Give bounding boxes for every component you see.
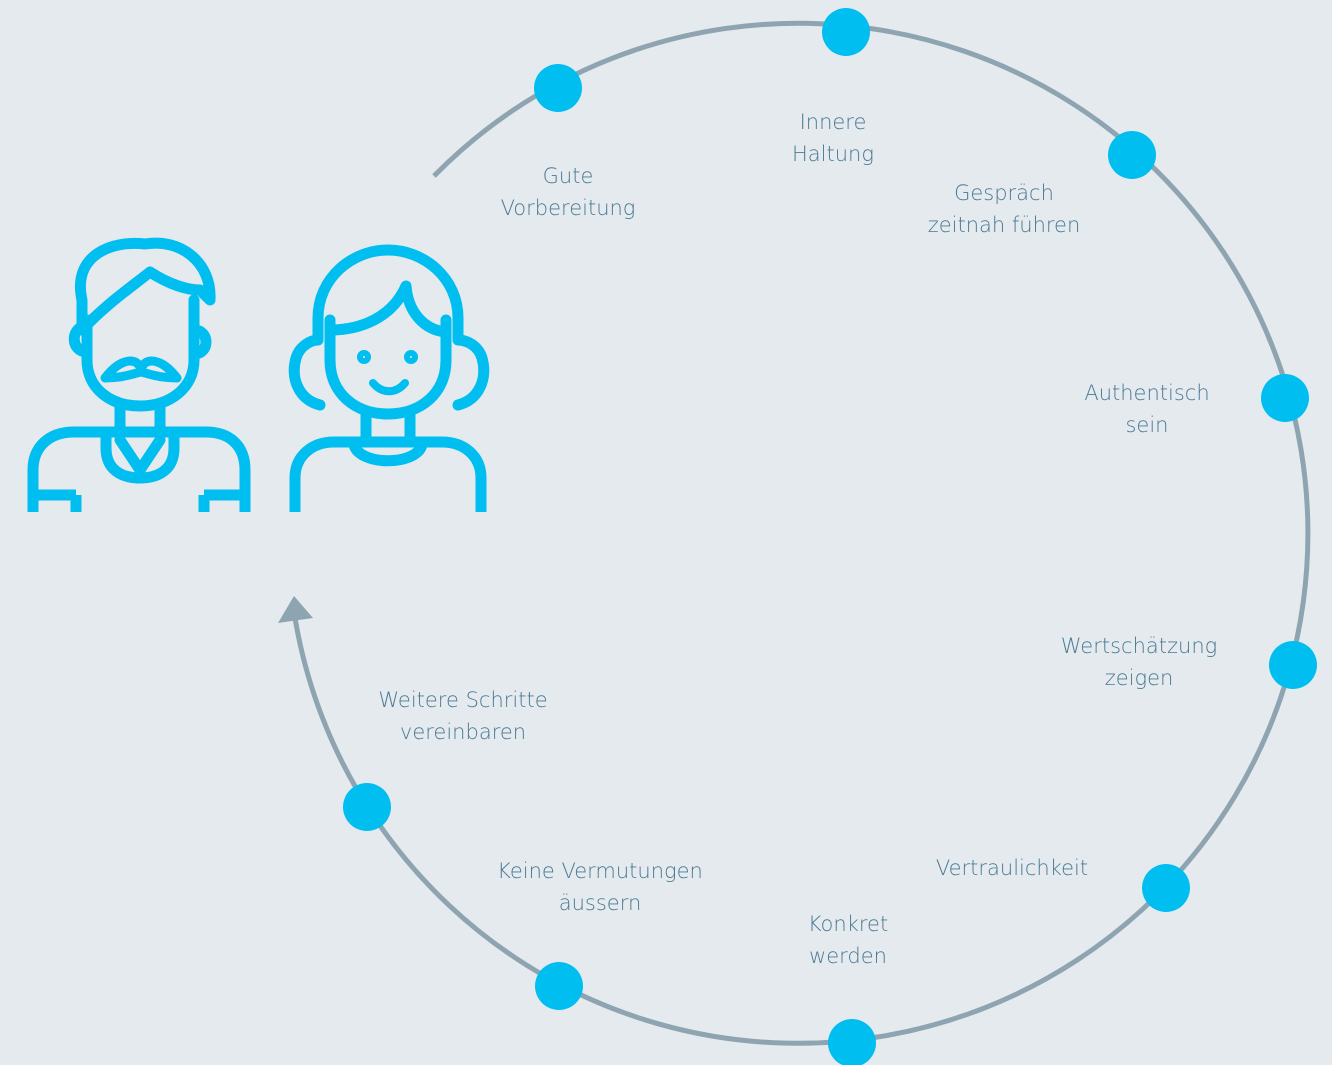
- step-label-authentisch-sein: Authentisch sein: [1017, 377, 1277, 441]
- node-authentisch-sein: [1261, 374, 1309, 422]
- man-with-mustache-icon: [27, 237, 251, 512]
- node-innere-haltung: [822, 8, 870, 56]
- step-label-wertschaetzung: Wertschätzung zeigen: [1009, 630, 1269, 694]
- step-label-line: sein: [1125, 413, 1169, 437]
- node-gute-vorbereitung: [534, 64, 582, 112]
- step-label-line: zeigen: [1104, 666, 1174, 690]
- step-label-gute-vorbereitung: Gute Vorbereitung: [438, 160, 698, 224]
- step-label-konkret-werden: Konkret werden: [718, 908, 978, 972]
- step-label-innere-haltung: Innere Haltung: [703, 106, 963, 170]
- step-label-line: Vorbereitung: [500, 196, 636, 220]
- step-label-keine-vermutungen: Keine Vermutungen äussern: [470, 855, 730, 919]
- step-label-line: äussern: [558, 891, 642, 915]
- step-label-line: Gute: [542, 164, 594, 188]
- step-label-line: Vertraulichkeit: [935, 856, 1089, 880]
- step-label-line: Keine Vermutungen: [497, 859, 703, 883]
- step-label-line: Weitere Schritte: [378, 688, 548, 712]
- node-weitere-schritte: [343, 783, 391, 831]
- step-label-vertraulichkeit: Vertraulichkeit: [882, 852, 1142, 884]
- woman-icon: [288, 244, 490, 512]
- step-label-line: Haltung: [792, 142, 874, 166]
- cycle-nodes: [343, 8, 1317, 1065]
- node-wertschaetzung: [1269, 641, 1317, 689]
- cycle-arrow-head: [278, 596, 313, 623]
- step-label-line: Authentisch: [1084, 381, 1210, 405]
- step-label-line: vereinbaren: [399, 720, 527, 744]
- step-label-line: Konkret: [807, 912, 889, 936]
- node-konkret-werden: [828, 1019, 876, 1065]
- step-label-line: Innere: [799, 110, 867, 134]
- node-gespraech-zeitnah: [1108, 131, 1156, 179]
- step-label-line: Gespräch: [954, 181, 1054, 205]
- step-label-line: Wertschätzung: [1060, 634, 1218, 658]
- step-label-line: werden: [809, 944, 887, 968]
- step-label-line: zeitnah führen: [927, 213, 1081, 237]
- node-vertraulichkeit: [1142, 864, 1190, 912]
- step-label-gespraech-zeitnah: Gespräch zeitnah führen: [874, 177, 1134, 241]
- step-label-weitere-schritte: Weitere Schritte vereinbaren: [333, 684, 593, 748]
- node-keine-vermutungen: [535, 962, 583, 1010]
